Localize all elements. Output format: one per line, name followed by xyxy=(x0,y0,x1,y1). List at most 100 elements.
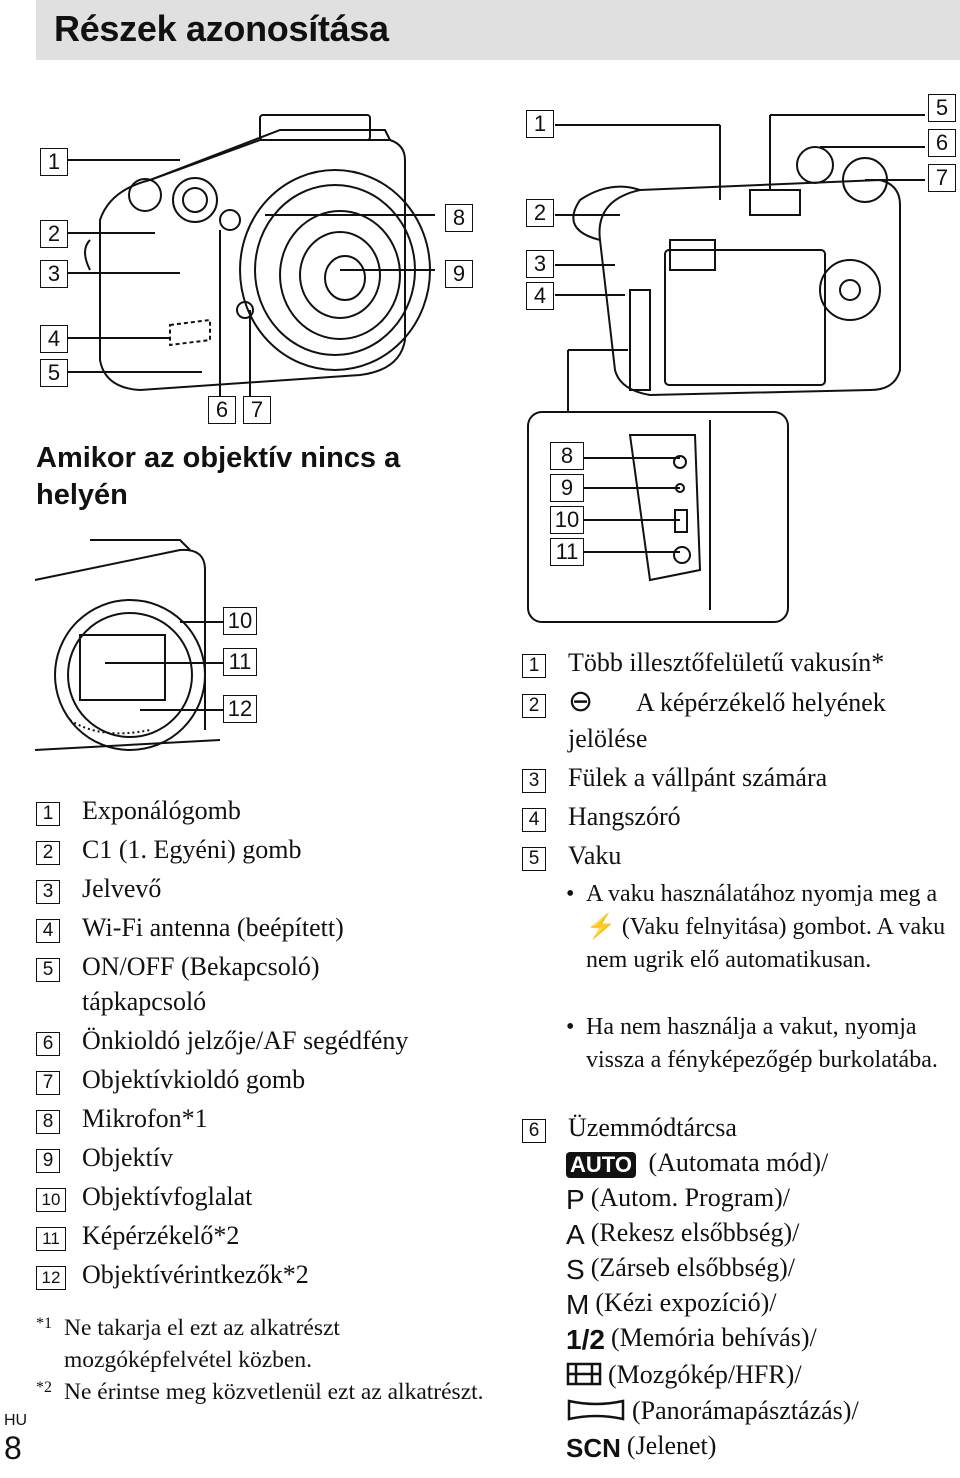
mode-memory: 1/2(Memória behívás)/ xyxy=(566,1323,817,1356)
bullet-item: • A vaku használatához nyomja meg a ⚡ (Va… xyxy=(566,878,956,1010)
footnote: *2 Ne érintse meg közvetlenül ezt az alka… xyxy=(36,1376,486,1408)
footnote-text: Ne érintse meg közvetlenül ezt az alkatr… xyxy=(64,1379,484,1405)
rear-label-4: 4 xyxy=(526,282,554,310)
auto-mode-icon: AUTO xyxy=(566,1152,636,1179)
page-number: 8 xyxy=(4,1430,22,1466)
sensor-mark-icon: ⊖ xyxy=(568,685,594,718)
mode-text: (Rekesz elsőbbség)/ xyxy=(590,1218,800,1247)
item-text: Képérzékelő*2 xyxy=(82,1221,240,1250)
label-6: 6 xyxy=(208,396,236,424)
item-text: Önkioldó jelzője/AF segédfény xyxy=(82,1026,409,1055)
page-title: Részek azonosítása xyxy=(54,8,389,49)
item-text: Objektívfoglalat xyxy=(82,1182,253,1211)
item-number: 5 xyxy=(36,958,60,982)
language-tag: HU xyxy=(4,1412,28,1429)
mode-text: (Autom. Program)/ xyxy=(590,1183,790,1212)
mode-text: (Mozgókép/HFR)/ xyxy=(608,1360,802,1389)
camera-mount-illustration xyxy=(34,539,225,751)
item-number: 6 xyxy=(522,1119,546,1143)
footnote-mark: *2 xyxy=(36,1379,52,1396)
bullet-item: • Ha nem használja a vakut, nyomja vissza… xyxy=(566,1011,956,1111)
item-number: 7 xyxy=(36,1071,60,1095)
item-number: 1 xyxy=(522,654,546,678)
label-7: 7 xyxy=(243,396,271,424)
scene-icon: SCN xyxy=(566,1432,621,1463)
item-text: A képérzékelő helyének xyxy=(636,688,886,717)
item-text: Objektív xyxy=(82,1143,173,1172)
item-text: Wi-Fi antenna (beépített) xyxy=(82,913,344,942)
mode-text: (Memória behívás)/ xyxy=(610,1323,817,1352)
mode-scene: SCN(Jelenet) xyxy=(566,1431,716,1464)
bullet-text: Ha nem használja a vakut, nyomja vissza … xyxy=(586,1014,938,1073)
m-mode-icon: M xyxy=(566,1289,590,1321)
page-header: Részek azonosítása xyxy=(36,0,960,60)
label-4: 4 xyxy=(40,325,68,353)
item-text: Objektívérintkezők*2 xyxy=(82,1260,309,1289)
rear-label-8: 8 xyxy=(550,442,584,470)
memory-recall-icon: 1/2 xyxy=(566,1324,605,1356)
footnotes: *1 Ne takarja el ezt az alkatrészt mozgók… xyxy=(36,1312,486,1408)
mode-text: (Automata mód)/ xyxy=(648,1148,829,1177)
item-text: Objektívkioldó gomb xyxy=(82,1065,306,1094)
label-12: 12 xyxy=(223,695,257,723)
item-number: 9 xyxy=(36,1149,60,1173)
mode-movie: (Mozgókép/HFR)/ xyxy=(566,1360,802,1394)
rear-label-5: 5 xyxy=(928,94,956,122)
item-number: 12 xyxy=(36,1266,66,1290)
rear-label-11: 11 xyxy=(550,538,584,566)
item-text: Exponálógomb xyxy=(82,796,241,825)
rear-label-9: 9 xyxy=(550,474,584,502)
rear-label-10: 10 xyxy=(550,506,584,534)
mode-text: (Kézi expozíció)/ xyxy=(595,1288,777,1317)
item-text: jelölése xyxy=(568,724,648,753)
footnote: *1 Ne takarja el ezt az alkatrészt mozgók… xyxy=(36,1312,486,1376)
bullet-dot: • xyxy=(566,1014,575,1040)
mode-text: (Jelenet) xyxy=(626,1431,717,1460)
item-number: 8 xyxy=(36,1110,60,1134)
item-text: Fülek a vállpánt számára xyxy=(568,763,828,792)
footnote-mark: *1 xyxy=(36,1315,52,1332)
mode-auto: AUTO (Automata mód)/ xyxy=(566,1148,829,1179)
s-mode-icon: S xyxy=(566,1254,585,1286)
item-text: Több illesztőfelületű vakusín* xyxy=(568,648,885,677)
mode-m: M(Kézi expozíció)/ xyxy=(566,1288,777,1321)
label-2: 2 xyxy=(40,220,68,248)
mode-p: P(Autom. Program)/ xyxy=(566,1183,790,1216)
bullet-dot: • xyxy=(566,881,575,907)
label-8: 8 xyxy=(445,204,473,232)
rear-label-7: 7 xyxy=(928,164,956,192)
item-text: Üzemmódtárcsa xyxy=(568,1113,737,1142)
rear-label-2: 2 xyxy=(526,199,554,227)
item-text: Mikrofon*1 xyxy=(82,1104,208,1133)
camera-front-illustration xyxy=(68,114,435,402)
rear-label-1: 1 xyxy=(526,110,554,138)
mode-text: (Zárseb elsőbbség)/ xyxy=(590,1253,796,1282)
camera-rear-illustration xyxy=(527,114,925,623)
item-text: Hangszóró xyxy=(568,802,681,831)
mode-panorama: (Panorámapásztázás)/ xyxy=(566,1396,859,1430)
label-10: 10 xyxy=(223,607,257,635)
item-number: 4 xyxy=(522,808,546,832)
item-number: 2 xyxy=(36,841,60,865)
bullet-text: A vaku használatához nyomja meg a ⚡ (Vak… xyxy=(586,881,946,973)
item-number: 3 xyxy=(522,769,546,793)
mode-s: S(Zárseb elsőbbség)/ xyxy=(566,1253,795,1286)
item-number: 4 xyxy=(36,919,60,943)
mode-dial-item: 6 Üzemmódtárcsa xyxy=(522,1113,952,1153)
item-number: 5 xyxy=(522,847,546,871)
a-mode-icon: A xyxy=(566,1219,585,1251)
subheading: Amikor az objektív nincs a helyén xyxy=(36,442,401,511)
mode-text: (Panorámapásztázás)/ xyxy=(632,1396,859,1425)
rear-label-6: 6 xyxy=(928,129,956,157)
label-1: 1 xyxy=(40,148,68,176)
item-number: 11 xyxy=(36,1227,66,1251)
footnote-text: Ne takarja el ezt az alkatrészt mozgókép… xyxy=(64,1315,340,1373)
item-number: 2 xyxy=(522,694,546,718)
item-number: 10 xyxy=(36,1188,66,1212)
p-mode-icon: P xyxy=(566,1184,585,1216)
label-11: 11 xyxy=(223,648,257,676)
item-number: 1 xyxy=(36,802,60,826)
movie-icon xyxy=(566,1361,602,1394)
mode-a: A(Rekesz elsőbbség)/ xyxy=(566,1218,799,1251)
